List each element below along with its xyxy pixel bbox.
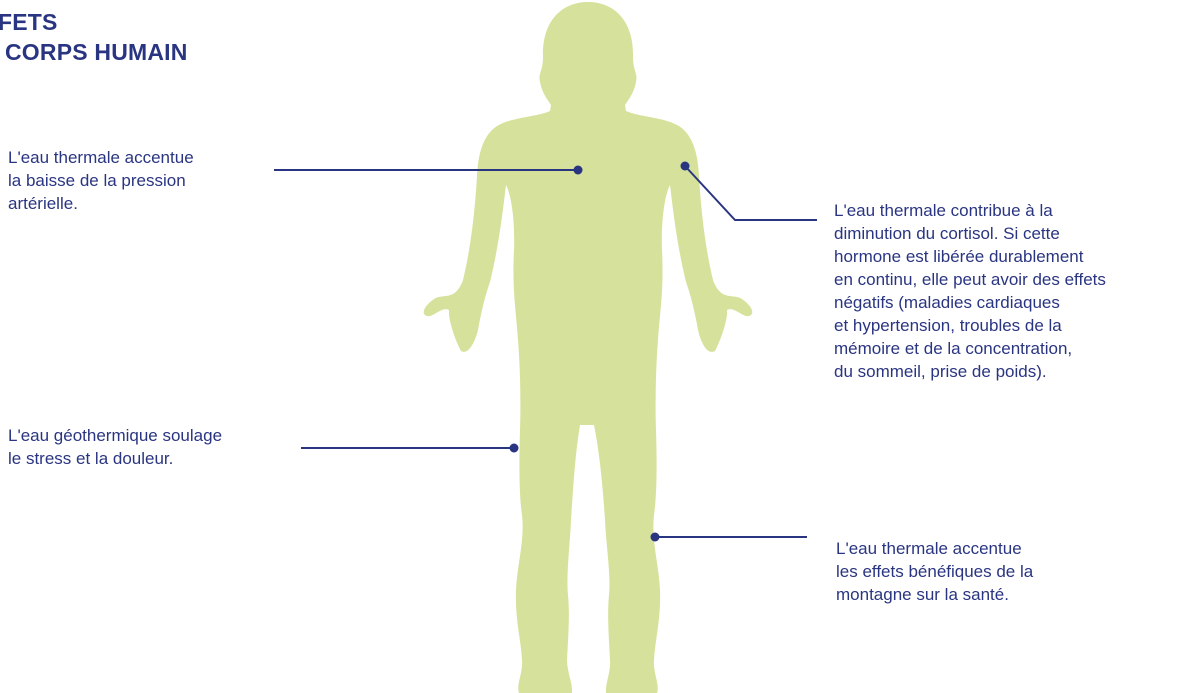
cortisol-callout: L'eau thermale contribue à la diminution… <box>834 199 1106 383</box>
callout-line: négatifs (maladies cardiaques <box>834 291 1106 314</box>
cortisol-leader-line <box>685 166 817 220</box>
callout-line: L'eau thermale contribue à la <box>834 199 1106 222</box>
callout-line: les effets bénéfiques de la <box>836 560 1033 583</box>
human-body-silhouette <box>424 2 753 693</box>
callout-line: diminution du cortisol. Si cette <box>834 222 1106 245</box>
knee-marker-dot <box>651 533 660 542</box>
callout-line: la baisse de la pression <box>8 169 194 192</box>
callout-line: mémoire et de la concentration, <box>834 337 1106 360</box>
callout-line: hormone est libérée durablement <box>834 245 1106 268</box>
stress-callout: L'eau géothermique soulage le stress et … <box>8 424 222 470</box>
hip-marker-dot <box>510 444 519 453</box>
callout-line: artérielle. <box>8 192 194 215</box>
callout-line: du sommeil, prise de poids). <box>834 360 1106 383</box>
callout-line: montagne sur la santé. <box>836 583 1033 606</box>
callout-line: en continu, elle peut avoir des effets <box>834 268 1106 291</box>
chest-marker-dot <box>574 166 583 175</box>
shoulder-marker-dot <box>681 162 690 171</box>
callout-line: L'eau thermale accentue <box>836 537 1033 560</box>
mountain-health-callout: L'eau thermale accentue les effets bénéf… <box>836 537 1033 606</box>
callout-line: et hypertension, troubles de la <box>834 314 1106 337</box>
callout-line: L'eau thermale accentue <box>8 146 194 169</box>
callout-line: le stress et la douleur. <box>8 447 222 470</box>
callout-line: L'eau géothermique soulage <box>8 424 222 447</box>
blood-pressure-callout: L'eau thermale accentue la baisse de la … <box>8 146 194 215</box>
